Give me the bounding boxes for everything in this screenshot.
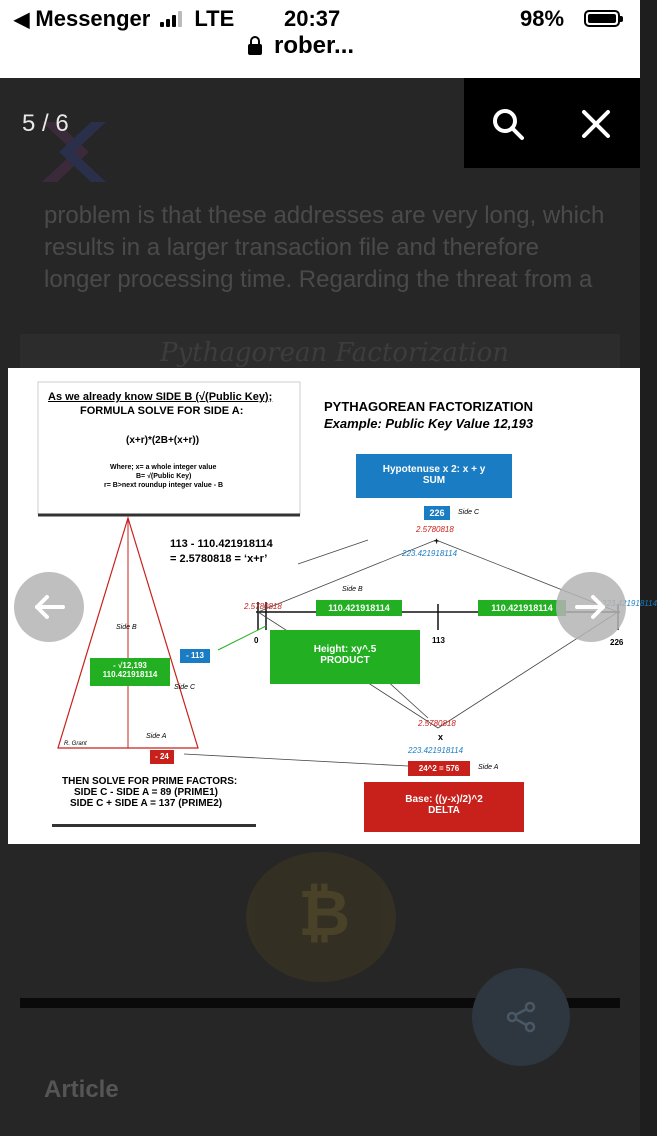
- where-line: r= B>next roundup integer value - B: [104, 482, 224, 489]
- background-text-line: longer processing time. Regarding the th…: [44, 266, 593, 293]
- sum-plus: +: [434, 536, 440, 546]
- product-x: x: [438, 732, 444, 742]
- arrow-left-icon: [35, 595, 65, 619]
- back-app-label: Messenger: [35, 6, 151, 31]
- formula: (x+r)*(2B+(x+r)): [126, 435, 200, 446]
- background-text-line: results in a larger transaction file and…: [44, 234, 539, 261]
- back-triangle-icon: ◀: [14, 8, 30, 31]
- base-box: Base: ((y-x)/2)^2 DELTA: [364, 782, 524, 832]
- sqrt-box: - √12,193 110.421918114: [90, 658, 170, 686]
- search-button[interactable]: [480, 96, 536, 152]
- divider: [20, 998, 620, 1008]
- base-label: Base: ((y-x)/2)^2: [405, 794, 483, 805]
- value-24-box: - 24: [150, 750, 174, 764]
- calc-line: = 2.5780818 = ‘x+r’: [170, 553, 268, 565]
- caption-script: Pythagorean Factorization: [160, 338, 510, 368]
- sqrt-line: 110.421918114: [102, 670, 158, 679]
- base-sub: DELTA: [428, 805, 460, 816]
- arrow-right-icon: [575, 595, 605, 619]
- triangle-side-c-label: Side C: [174, 684, 196, 691]
- author-label: R. Grant: [64, 741, 87, 747]
- caption-strip: Pythagorean Factorization: [20, 334, 620, 368]
- prime-factors-box: THEN SOLVE FOR PRIME FACTORS: SIDE C - S…: [52, 766, 256, 827]
- share-button[interactable]: [472, 968, 570, 1066]
- search-icon: [493, 109, 524, 140]
- triangle-side-b-label: Side B: [116, 624, 137, 631]
- value-113-box: - 113: [180, 649, 210, 663]
- sum-red-value: 2.5780818: [416, 525, 454, 534]
- axis-tick-label: 113: [432, 636, 445, 645]
- site-logo: [42, 122, 106, 182]
- axis-tick-label: 226: [610, 638, 624, 647]
- network-label: LTE: [194, 6, 235, 31]
- next-image-button[interactable]: [556, 572, 626, 642]
- share-icon: [506, 1001, 536, 1033]
- hypotenuse-label: Hypotenuse x 2: x + y: [382, 464, 486, 475]
- image-counter: 5 / 6: [22, 110, 69, 137]
- battery-percent: 98%: [520, 6, 565, 31]
- url-title-text: rober...: [274, 32, 355, 59]
- signal-icon: [160, 11, 183, 27]
- close-button[interactable]: [568, 96, 624, 152]
- prime-title: THEN SOLVE FOR PRIME FACTORS:: [62, 776, 238, 787]
- side-c-value-box: 226: [424, 506, 450, 520]
- article-label: Article: [44, 1076, 119, 1103]
- where-line: Where; x= a whole integer value: [110, 464, 217, 471]
- prime-line: SIDE C - SIDE A = 89 (PRIME1): [74, 787, 219, 798]
- diagram-title: PYTHAGOREAN FACTORIZATION: [324, 399, 533, 414]
- green-value-box: 110.421918114: [478, 600, 566, 616]
- close-icon: [582, 110, 610, 138]
- back-to-app[interactable]: ◀ Messenger LTE: [14, 6, 234, 32]
- battery-icon: [584, 10, 623, 27]
- intro-line: As we already know SIDE B (√(Public Key)…: [48, 391, 273, 403]
- height-label: Height: xy^.5: [313, 644, 377, 655]
- side-c-label: Side C: [458, 509, 480, 516]
- triangle-side-a-label: Side A: [146, 733, 167, 740]
- axis-red-value: 2.5780818: [244, 602, 282, 611]
- sum-blue-value: 223.421918114: [402, 549, 458, 558]
- diagram-image: As we already know SIDE B (√(Public Key)…: [8, 368, 657, 844]
- hypotenuse-box: Hypotenuse x 2: x + y SUM: [356, 454, 512, 498]
- lock-icon: [248, 35, 262, 55]
- axis-side-b-label: Side B: [342, 586, 363, 593]
- status-bar: ◀ Messenger LTE 20:37 rober... 98%: [0, 0, 640, 78]
- diagram-example: Example: Public Key Value 12,193: [324, 416, 534, 431]
- calc-line: 113 - 110.421918114: [170, 538, 273, 550]
- sqrt-line: - √12,193: [113, 661, 147, 670]
- axis-tick-label: 0: [254, 636, 259, 645]
- green-value-box: 110.421918114: [316, 600, 402, 616]
- bitcoin-logo: ₿: [246, 852, 396, 982]
- square-box: 24^2 = 576: [408, 761, 470, 776]
- square-side-label: Side A: [478, 764, 499, 771]
- hypotenuse-sub: SUM: [422, 475, 446, 486]
- background-text-line: problem is that these addresses are very…: [44, 202, 605, 229]
- intro-line: FORMULA SOLVE FOR SIDE A:: [80, 405, 244, 417]
- clock: 20:37: [284, 6, 341, 31]
- previous-image-button[interactable]: [14, 572, 84, 642]
- where-line: B= √(Public Key): [136, 473, 192, 480]
- prime-line: SIDE C + SIDE A = 137 (PRIME2): [70, 798, 223, 809]
- url-title: rober...: [248, 32, 354, 60]
- height-box: Height: xy^.5 PRODUCT: [270, 630, 420, 684]
- height-sub: PRODUCT: [320, 655, 370, 666]
- product-red-value: 2.5780818: [418, 719, 456, 728]
- axis-blue-value: 223.421918114: [602, 599, 657, 608]
- product-blue-value: 223.421918114: [408, 746, 464, 755]
